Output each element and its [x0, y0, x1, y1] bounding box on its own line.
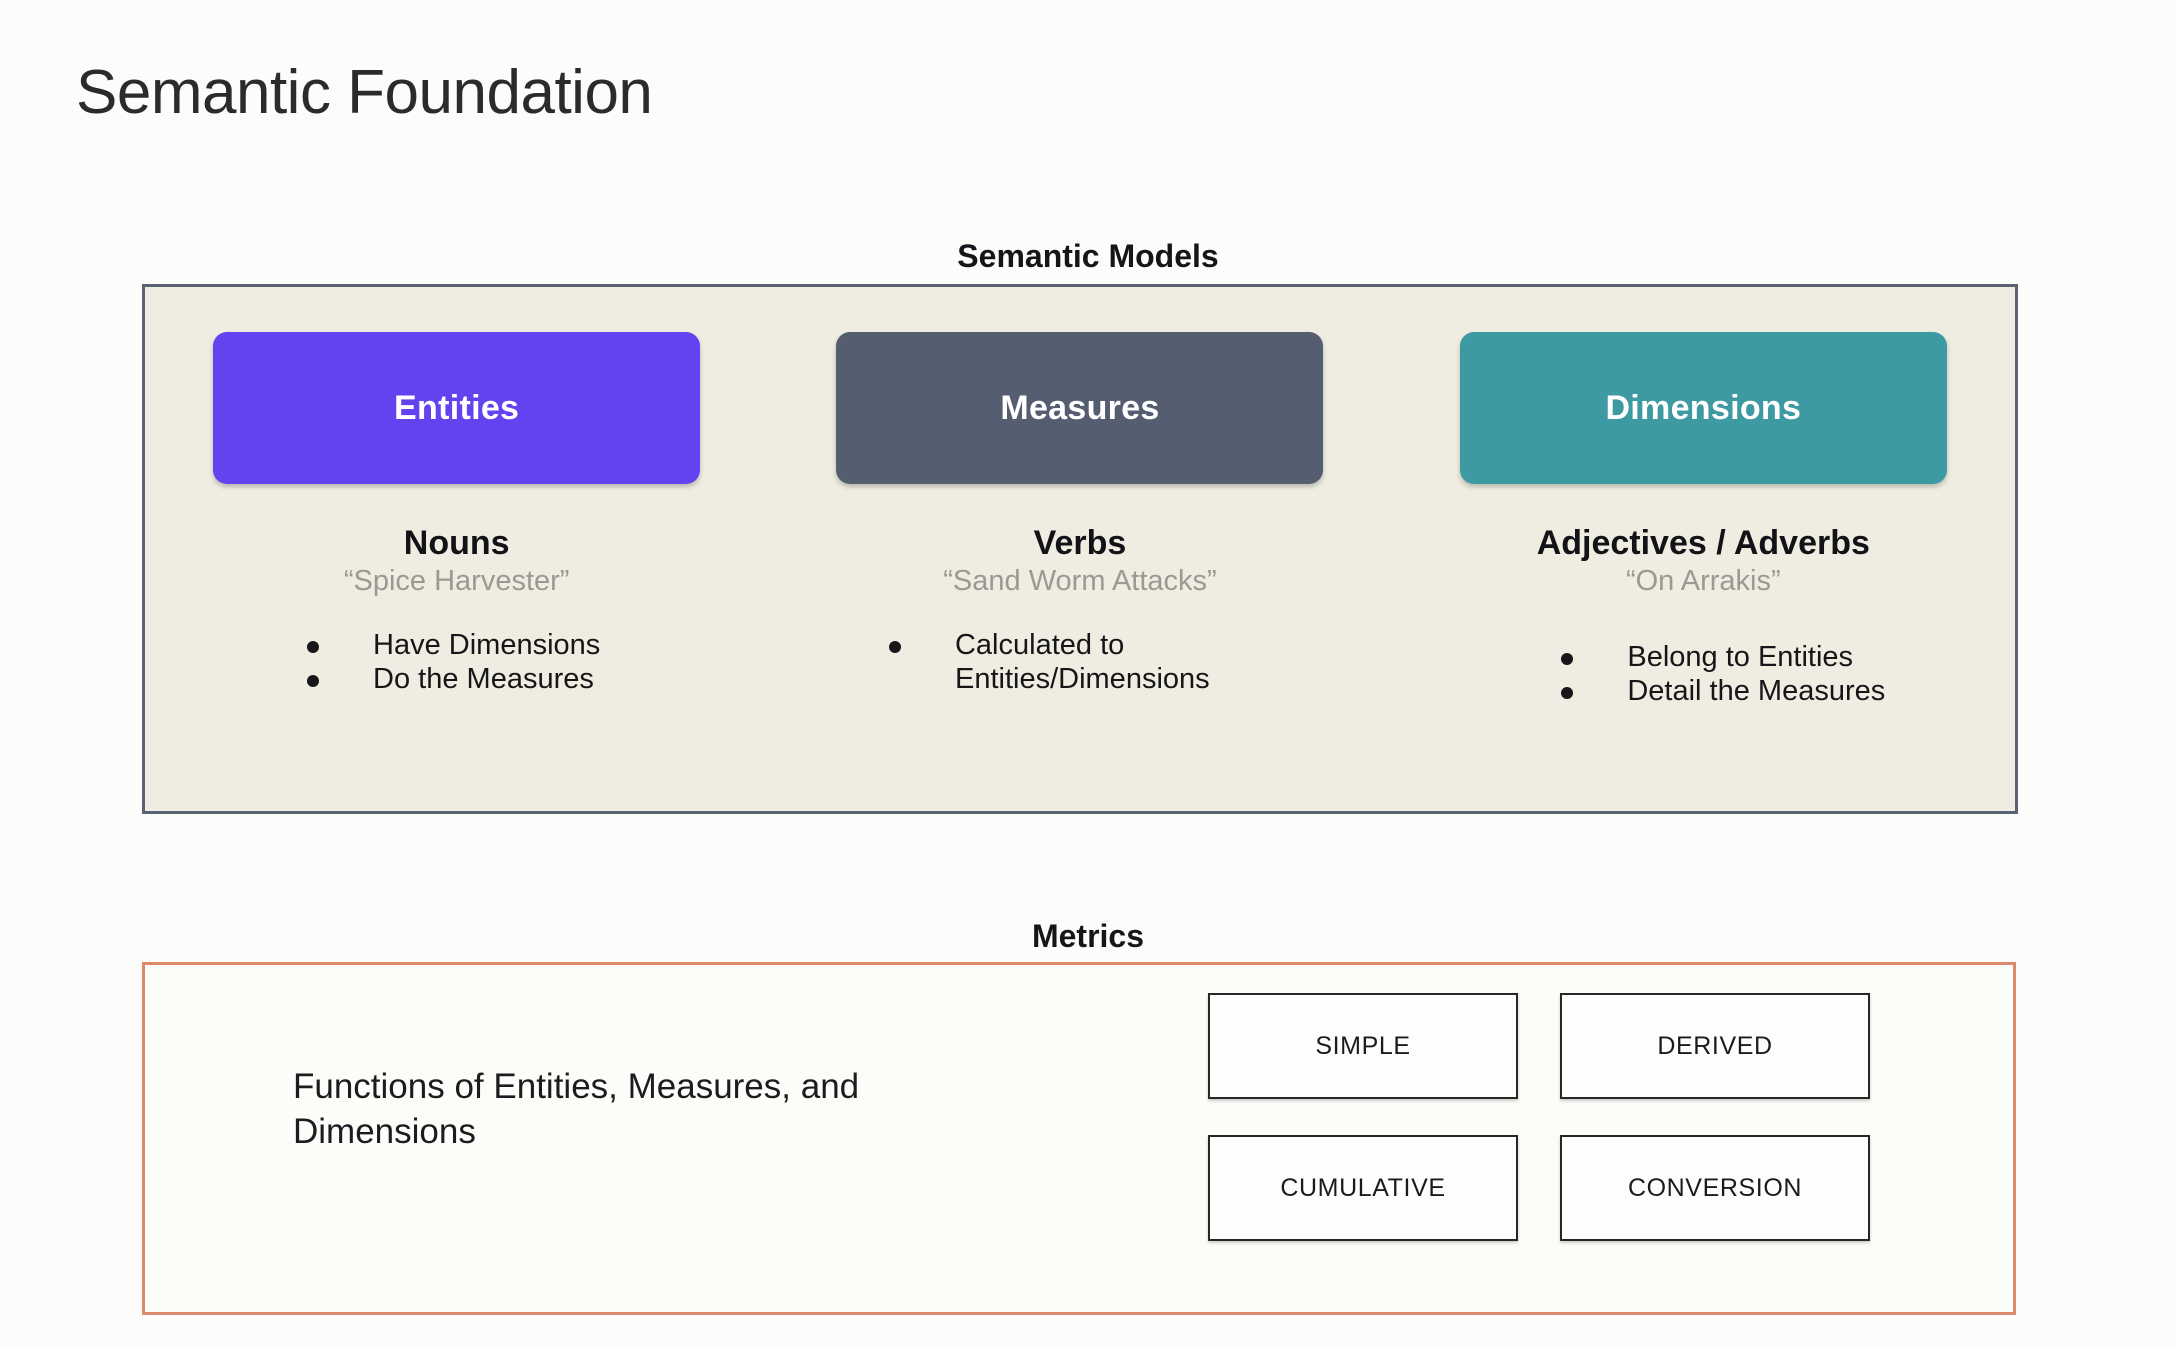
bullet-dot-icon: [1561, 652, 1574, 665]
concept-card-dimensions[interactable]: Dimensions: [1459, 332, 1947, 484]
bullet-list-measures: Calculated to Entities/Dimensions: [888, 628, 1285, 696]
concept-card-measures[interactable]: Measures: [836, 332, 1324, 484]
metric-types-grid: SIMPLE DERIVED CUMULATIVE CONVERSION: [1208, 993, 1870, 1241]
concept-card-entities[interactable]: Entities: [213, 332, 701, 484]
bullet-label: Have Dimensions: [373, 628, 601, 661]
list-item: Calculated to Entities/Dimensions: [888, 628, 1285, 696]
metric-type-simple[interactable]: SIMPLE: [1208, 993, 1518, 1099]
semantic-column-measures: Measures Verbs “Sand Worm Attacks” Calcu…: [768, 287, 1391, 696]
bullet-dot-icon: [307, 674, 320, 687]
example-quote-dimensions: “On Arrakis”: [1625, 564, 1781, 597]
metric-type-derived[interactable]: DERIVED: [1560, 993, 1870, 1099]
metric-type-cumulative[interactable]: CUMULATIVE: [1208, 1135, 1518, 1241]
metrics-heading: Metrics: [1031, 918, 1145, 954]
bullet-label: Do the Measures: [373, 662, 594, 695]
semantic-models-heading: Semantic Models: [957, 238, 1219, 274]
list-item: Do the Measures: [307, 662, 600, 696]
list-item: Belong to Entities: [1561, 640, 1885, 674]
page-title: Semantic Foundation: [76, 58, 653, 127]
example-quote-entities: “Spice Harvester”: [343, 564, 570, 597]
bullet-dot-icon: [1561, 686, 1574, 699]
bullet-label: Calculated to Entities/Dimensions: [954, 628, 1210, 695]
semantic-column-entities: Entities Nouns “Spice Harvester” Have Di…: [145, 287, 768, 696]
metrics-panel: Functions of Entities, Measures, and Dim…: [142, 962, 2016, 1315]
part-of-speech-verbs: Verbs: [1033, 524, 1127, 562]
list-item: Detail the Measures: [1561, 674, 1885, 708]
bullet-label: Belong to Entities: [1627, 640, 1854, 673]
bullet-label: Detail the Measures: [1627, 674, 1886, 707]
list-item: Have Dimensions: [307, 628, 600, 662]
example-quote-measures: “Sand Worm Attacks”: [943, 564, 1217, 597]
bullet-dot-icon: [307, 640, 320, 653]
bullet-dot-icon: [888, 640, 901, 653]
semantic-models-columns: Entities Nouns “Spice Harvester” Have Di…: [145, 287, 2015, 811]
metrics-description: Functions of Entities, Measures, and Dim…: [293, 1067, 860, 1151]
part-of-speech-adjectives-adverbs: Adjectives / Adverbs: [1536, 524, 1870, 562]
semantic-models-panel: Entities Nouns “Spice Harvester” Have Di…: [142, 284, 2018, 814]
bullet-list-dimensions: Belong to Entities Detail the Measures: [1561, 640, 1885, 708]
bullet-list-entities: Have Dimensions Do the Measures: [307, 628, 600, 696]
part-of-speech-nouns: Nouns: [403, 524, 510, 562]
metric-type-conversion[interactable]: CONVERSION: [1560, 1135, 1870, 1241]
semantic-column-dimensions: Dimensions Adjectives / Adverbs “On Arra…: [1392, 287, 2015, 708]
